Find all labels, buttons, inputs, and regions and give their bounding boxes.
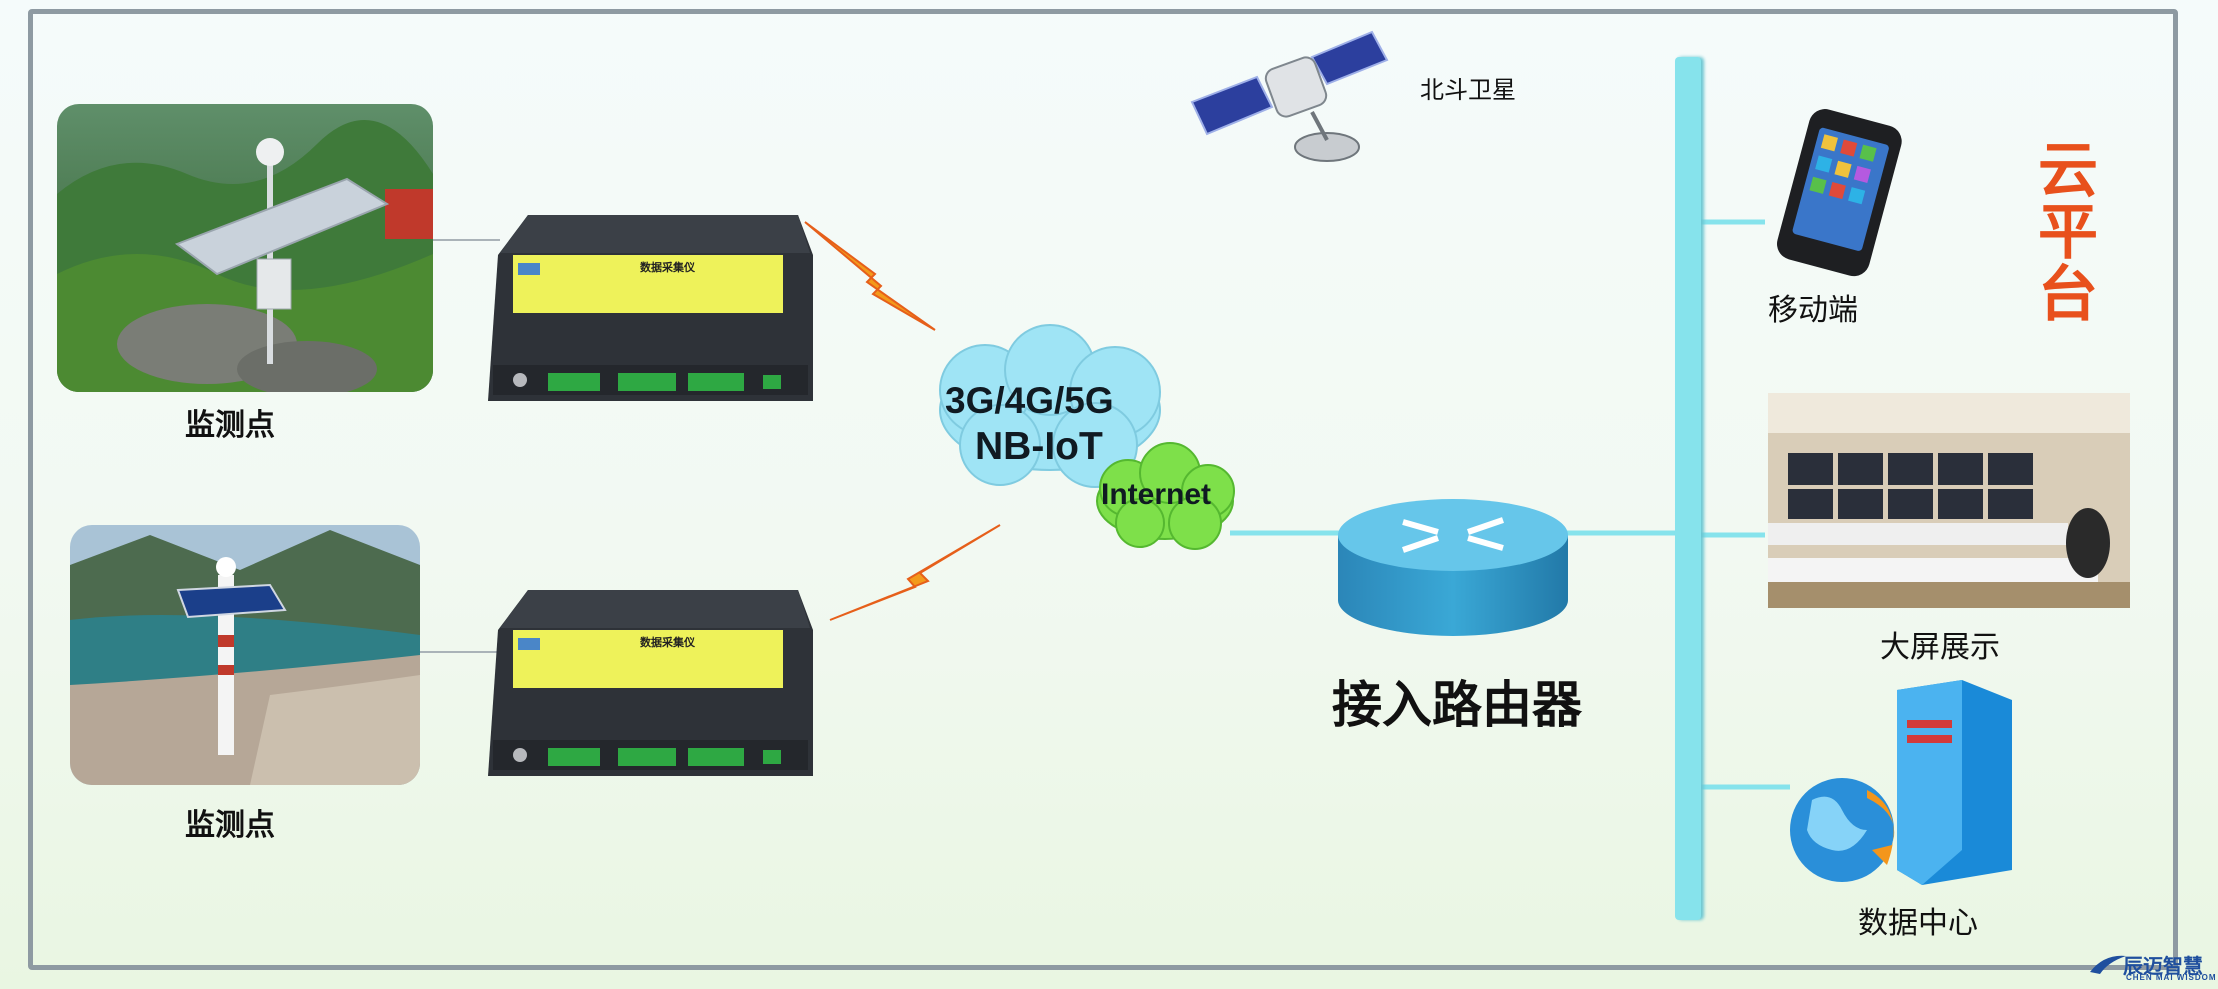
data-collector-1-title: 数据采集仪 (640, 262, 695, 274)
logo-mark-icon (2090, 955, 2126, 974)
cellular-cloud-icon (939, 324, 1161, 488)
logo-text-en: CHEN MAI WISDOM (2126, 973, 2217, 982)
cloud-platform-label: 云平台 (2038, 137, 2098, 328)
router-icon (1338, 499, 1568, 636)
router-label: 接入路由器 (1332, 677, 1582, 733)
big-screen-label: 大屏展示 (1880, 631, 2000, 664)
wireless-signal-icon-2 (829, 524, 1001, 621)
internet-cloud-icon (1096, 442, 1235, 550)
satellite-label: 北斗卫星 (1420, 77, 1516, 104)
big-screen-photo (1768, 393, 2130, 608)
data-collector-2-title: 数据采集仪 (640, 637, 695, 649)
cloud-platform-bus (1675, 57, 1701, 920)
cellular-cloud-line2: NB-IoT (975, 425, 1103, 468)
data-collector-2: 数据采集仪 (488, 590, 813, 780)
diagram-frame (28, 9, 2178, 970)
data-collector-1: 数据采集仪 (488, 215, 813, 405)
logo-text-cn: 辰迈智慧 (2123, 956, 2203, 978)
data-center-label: 数据中心 (1858, 907, 1978, 940)
data-center-icon (1790, 680, 2012, 885)
monitoring-site-1-photo (57, 104, 433, 392)
internet-cloud-label: Internet (1101, 478, 1212, 511)
cellular-cloud-line1: 3G/4G/5G (945, 380, 1114, 421)
monitoring-site-2-label: 监测点 (185, 809, 275, 842)
mobile-label: 移动端 (1768, 294, 1858, 327)
monitoring-site-2-photo (70, 525, 420, 785)
wireless-signal-icon-1 (804, 221, 936, 331)
mobile-phone-icon (1777, 109, 1902, 277)
satellite-icon (1190, 30, 1389, 162)
monitoring-site-1-label: 监测点 (185, 409, 275, 442)
